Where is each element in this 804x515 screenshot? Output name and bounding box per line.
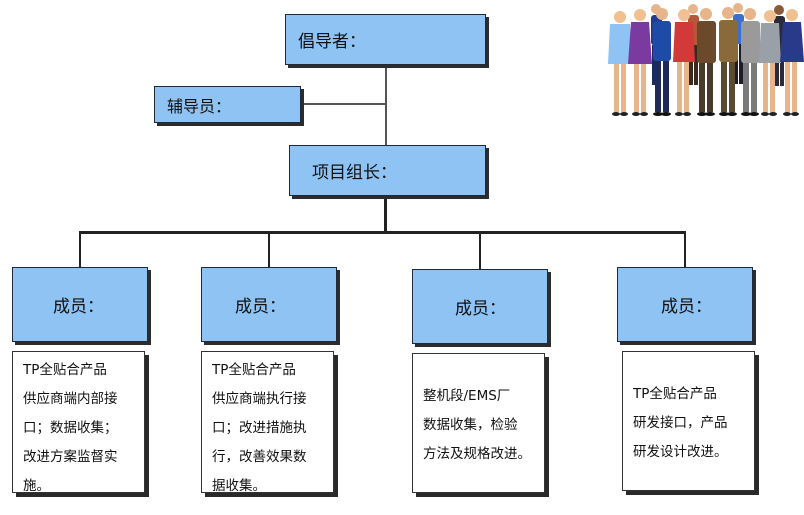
member-4-drop-connector <box>684 231 686 268</box>
member-label: 成员： <box>53 297 104 317</box>
member-duties-text: TP全贴合产品 研发接口，产品 研发设计改进。 <box>633 386 728 460</box>
member-box: 成员： <box>12 267 148 342</box>
member-3-drop-connector <box>479 231 481 270</box>
member-label: 成员： <box>235 297 286 317</box>
member-duties-box: 整机段/EMS厂 数据收集，检验 方法及规格改进。 <box>412 353 545 493</box>
leader-trunk-connector <box>384 196 387 232</box>
team-leader-label: 项目组长： <box>312 163 397 183</box>
advocate-box: 倡导者： <box>285 14 486 65</box>
team-leader-box: 项目组长： <box>289 145 486 196</box>
member-duties-box: TP全贴合产品 供应商端执行接 口；改进措施执 行，改善效果数 据收集。 <box>201 351 334 493</box>
member-duties-text: 整机段/EMS厂 数据收集，检验 方法及规格改进。 <box>423 388 531 462</box>
advocate-to-leader-connector <box>385 64 387 146</box>
member-box: 成员： <box>617 267 753 342</box>
member-duties-text: TP全贴合产品 供应商端执行接 口；改进措施执 行，改善效果数 据收集。 <box>212 362 307 493</box>
advocate-label: 倡导者： <box>298 32 366 52</box>
member-duties-box: TP全贴合产品 供应商端内部接 口；数据收集； 改进方案监督实 施。 <box>12 351 145 493</box>
counselor-connector <box>300 103 386 105</box>
member-duties-box: TP全贴合产品 研发接口，产品 研发设计改进。 <box>622 351 755 491</box>
member-box: 成员： <box>412 269 548 344</box>
member-box: 成员： <box>201 267 337 342</box>
member-label: 成员： <box>661 297 712 317</box>
member-1-drop-connector <box>79 231 81 268</box>
counselor-box: 辅导员： <box>154 86 301 123</box>
member-duties-text: TP全贴合产品 供应商端内部接 口；数据收集； 改进方案监督实 施。 <box>23 362 118 493</box>
counselor-label: 辅导员： <box>167 96 232 116</box>
business-people-group-icon <box>608 3 804 116</box>
members-bus-connector <box>79 231 686 234</box>
member-label: 成员： <box>455 299 506 319</box>
member-2-drop-connector <box>268 231 270 268</box>
